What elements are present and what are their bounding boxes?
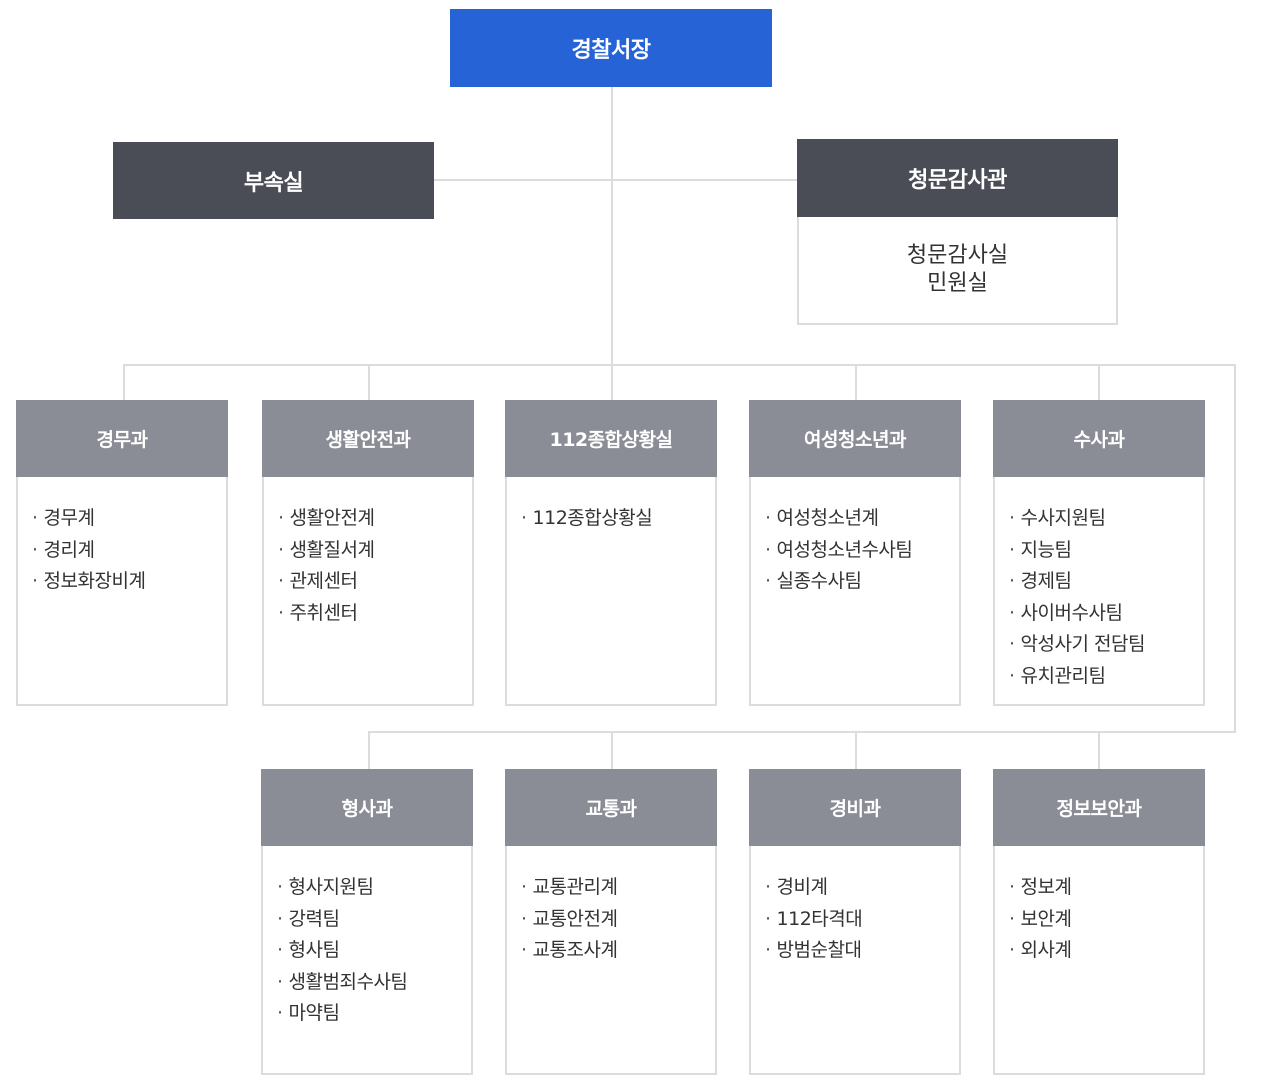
chief-title: 경찰서장: [571, 38, 651, 63]
dept-item-list: 교통관리계 교통안전계 교통조사계: [507, 846, 715, 967]
side-right-item: 민원실: [927, 271, 988, 296]
row1-drop-3: [611, 364, 613, 400]
dept-header: 여성청소년과: [749, 400, 961, 477]
dept-body: 교통관리계 교통안전계 교통조사계: [505, 846, 717, 1075]
side-right-item: 청문감사실: [906, 243, 1009, 268]
side-right-title: 청문감사관: [908, 168, 1007, 193]
dept-title: 교통과: [585, 798, 637, 820]
dept-item: 악성사기 전담팀: [1009, 629, 1203, 661]
dept-header: 경비과: [749, 769, 961, 846]
dept-item: 112종합상황실: [521, 503, 715, 535]
dept-item-list: 112종합상황실: [507, 477, 715, 535]
dept-item-list: 생활안전계 생활질서계 관제센터 주취센터: [264, 477, 472, 629]
dept-item: 정보화장비계: [32, 566, 226, 598]
dept-item: 112타격대: [765, 904, 959, 936]
dept-item: 생활범죄수사팀: [277, 967, 471, 999]
dept-item: 수사지원팀: [1009, 503, 1203, 535]
dept-header: 정보보안과: [993, 769, 1205, 846]
row1-drop-4: [855, 364, 857, 400]
chief-box: 경찰서장: [450, 9, 772, 87]
dept-item: 교통안전계: [521, 904, 715, 936]
dept-item: 교통조사계: [521, 935, 715, 967]
dept-header: 112종합상황실: [505, 400, 717, 477]
dept-item: 마약팀: [277, 998, 471, 1030]
row1-drop-5: [1098, 364, 1100, 400]
dept-body: 생활안전계 생활질서계 관제센터 주취센터: [262, 477, 474, 706]
dept-title: 생활안전과: [325, 429, 411, 451]
dept-body: 여성청소년계 여성청소년수사팀 실종수사팀: [749, 477, 961, 706]
dept-item: 교통관리계: [521, 872, 715, 904]
dept-item-list: 경비계 112타격대 방범순찰대: [751, 846, 959, 967]
dept-title: 수사과: [1073, 429, 1125, 451]
dept-item: 경비계: [765, 872, 959, 904]
row1-drop-2: [368, 364, 370, 400]
dept-item: 보안계: [1009, 904, 1203, 936]
dept-header: 생활안전과: [262, 400, 474, 477]
side-left-title: 부속실: [243, 170, 304, 196]
dept-item-list: 정보계 보안계 외사계: [995, 846, 1203, 967]
dept-body: 112종합상황실: [505, 477, 717, 706]
dept-body: 경무계 경리계 정보화장비계: [16, 477, 228, 706]
dept-body: 수사지원팀 지능팀 경제팀 사이버수사팀 악성사기 전담팀 유치관리팀: [993, 477, 1205, 706]
dept-item: 경리계: [32, 535, 226, 567]
dept-item: 외사계: [1009, 935, 1203, 967]
dept-item: 방범순찰대: [765, 935, 959, 967]
dept-item-list: 형사지원팀 강력팀 형사팀 생활범죄수사팀 마약팀: [263, 846, 471, 1030]
dept-item: 강력팀: [277, 904, 471, 936]
row2-drop-4: [1098, 731, 1100, 769]
dept-title: 형사과: [341, 798, 393, 820]
row1-drop-1: [123, 364, 125, 400]
dept-title: 경무과: [96, 429, 148, 451]
dept-item: 경무계: [32, 503, 226, 535]
dept-item: 실종수사팀: [765, 566, 959, 598]
dept-item-list: 경무계 경리계 정보화장비계: [18, 477, 226, 598]
row2-branch-line: [368, 731, 1236, 733]
dept-item: 여성청소년수사팀: [765, 535, 959, 567]
side-right-body: 청문감사실 민원실: [797, 217, 1118, 325]
dept-header: 수사과: [993, 400, 1205, 477]
side-right-header: 청문감사관: [797, 139, 1118, 217]
row2-drop-1: [368, 731, 370, 769]
dept-body: 경비계 112타격대 방범순찰대: [749, 846, 961, 1075]
dept-item: 주취센터: [278, 598, 472, 630]
dept-item: 경제팀: [1009, 566, 1203, 598]
dept-title: 112종합상황실: [549, 429, 673, 451]
dept-item-list: 여성청소년계 여성청소년수사팀 실종수사팀: [751, 477, 959, 598]
dept-item: 관제센터: [278, 566, 472, 598]
trunk-line: [611, 86, 613, 366]
dept-item: 형사지원팀: [277, 872, 471, 904]
row2-drop-2: [611, 731, 613, 769]
dept-title: 경비과: [829, 798, 881, 820]
row1-branch-line: [123, 364, 1235, 366]
dept-item: 지능팀: [1009, 535, 1203, 567]
dept-body: 형사지원팀 강력팀 형사팀 생활범죄수사팀 마약팀: [261, 846, 473, 1075]
row2-drop-3: [855, 731, 857, 769]
side-branch-line: [433, 179, 799, 181]
dept-item: 생활질서계: [278, 535, 472, 567]
dept-item: 사이버수사팀: [1009, 598, 1203, 630]
dept-item: 형사팀: [277, 935, 471, 967]
dept-header: 형사과: [261, 769, 473, 846]
right-side-line: [1234, 364, 1236, 733]
side-left-box: 부속실: [113, 142, 434, 219]
dept-item: 여성청소년계: [765, 503, 959, 535]
dept-item: 생활안전계: [278, 503, 472, 535]
dept-header: 교통과: [505, 769, 717, 846]
dept-title: 여성청소년과: [804, 429, 906, 451]
dept-item: 정보계: [1009, 872, 1203, 904]
dept-item-list: 수사지원팀 지능팀 경제팀 사이버수사팀 악성사기 전담팀 유치관리팀: [995, 477, 1203, 692]
dept-item: 유치관리팀: [1009, 661, 1203, 693]
dept-title: 정보보안과: [1056, 798, 1142, 820]
dept-body: 정보계 보안계 외사계: [993, 846, 1205, 1075]
dept-header: 경무과: [16, 400, 228, 477]
